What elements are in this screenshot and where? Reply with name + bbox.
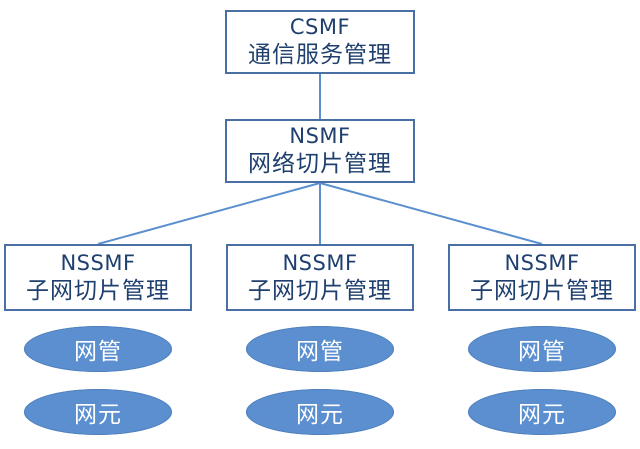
nssmf-box-3: NSSMF 子网切片管理 [448,244,636,311]
nssmf-abbr: NSSMF [282,250,358,275]
network-element-node-2: 网元 [246,389,394,435]
csmf-box: CSMF 通信服务管理 [225,10,415,74]
connector-nsmf-nssmf-3 [319,182,543,245]
nssmf-title: 子网切片管理 [248,277,392,304]
nsmf-abbr: NSMF [289,124,351,148]
nssmf-abbr: NSSMF [60,250,136,275]
network-management-node-1: 网管 [24,326,172,372]
network-management-node-3: 网管 [468,326,616,372]
nssmf-box-2: NSSMF 子网切片管理 [226,244,414,311]
nssmf-box-1: NSSMF 子网切片管理 [4,244,192,311]
nsmf-title: 网络切片管理 [248,151,392,177]
network-element-node-3: 网元 [468,389,616,435]
connector-nsmf-nssmf-1 [97,182,321,245]
nssmf-abbr: NSSMF [504,250,580,275]
nssmf-title: 子网切片管理 [470,277,614,304]
csmf-title: 通信服务管理 [248,42,392,68]
network-element-node-1: 网元 [24,389,172,435]
nssmf-title: 子网切片管理 [26,277,170,304]
csmf-abbr: CSMF [289,15,351,39]
nsmf-box: NSMF 网络切片管理 [225,119,415,183]
network-management-node-2: 网管 [246,326,394,372]
